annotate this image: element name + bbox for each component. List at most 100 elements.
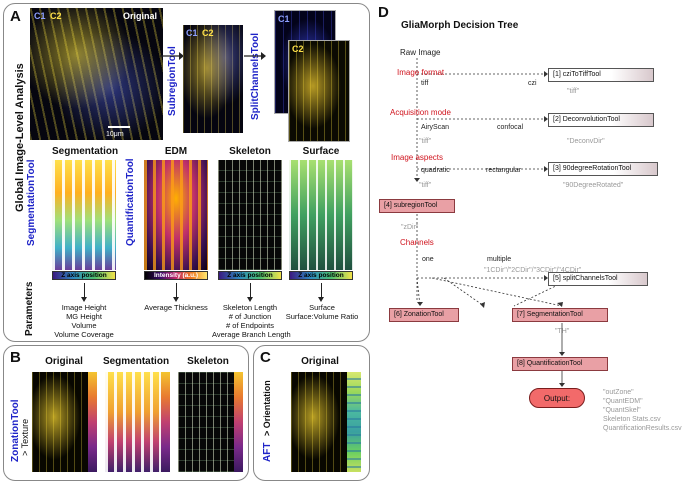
skel-down-arrow bbox=[247, 283, 253, 302]
b-segmentation-image bbox=[105, 372, 161, 472]
seg-param-item: Image Height bbox=[61, 303, 107, 312]
aft-orientation-label: > Orientation bbox=[262, 380, 272, 436]
split-channels-tool-label: SplitChannelsTool bbox=[250, 32, 261, 120]
tool-deconvolution: [2] DeconvolutionTool bbox=[548, 113, 654, 127]
final-output-item: "outZone" bbox=[603, 389, 634, 396]
output-tiff-3: "tiff" bbox=[419, 182, 432, 189]
edm-params: Average Thickness bbox=[136, 303, 216, 312]
branch-airyscan: AiryScan bbox=[421, 124, 450, 131]
seg-param-item: MG Height bbox=[66, 312, 102, 321]
tool-segmentation: [7] SegmentationTool bbox=[512, 308, 608, 322]
branch-one: one bbox=[422, 256, 434, 263]
skel-param-item: # of Junction bbox=[228, 312, 272, 321]
parameters-label: Parameters bbox=[24, 281, 35, 336]
branch-multiple: multiple bbox=[487, 256, 512, 263]
seg-param-item: Volume Coverage bbox=[54, 330, 114, 339]
tool-subregion: [4] subregionTool bbox=[379, 199, 455, 213]
b-segmentation-title: Segmentation bbox=[102, 356, 170, 367]
zaxis-label-2: Z axis position bbox=[227, 272, 273, 279]
panel-a-side-title: Global Image-Level Analysis bbox=[14, 63, 26, 212]
output-th: "TH" bbox=[555, 328, 570, 335]
b-skeleton-title: Skeleton bbox=[187, 356, 229, 367]
b-original-image bbox=[32, 372, 88, 472]
skeleton-image bbox=[218, 160, 282, 270]
surf-param-item: Surface bbox=[309, 303, 335, 312]
tool-quantification: [8] QuantificationTool bbox=[512, 357, 608, 371]
edm-down-arrow bbox=[173, 283, 179, 302]
final-output-item: QuantificationResults.csv bbox=[603, 425, 682, 432]
segmentation-title: Segmentation bbox=[52, 146, 119, 157]
seg-down-arrow bbox=[81, 283, 87, 302]
branch-czi: czi bbox=[528, 80, 537, 87]
subregion-image: C1 C2 bbox=[183, 25, 243, 133]
quantification-tool-label: QuantificationTool bbox=[125, 158, 136, 246]
scale-bar-line bbox=[108, 126, 130, 128]
intensity-label: Intensity (a.u.) bbox=[153, 272, 199, 279]
skel-param-item: Skeleton Length bbox=[222, 303, 278, 312]
surf-down-arrow bbox=[318, 283, 324, 302]
original-image: C1 C2 Original 10μm bbox=[30, 8, 163, 140]
split-c2-label: C2 bbox=[292, 44, 304, 54]
tool-90-degree-rotation: [3] 90degreeRotationTool bbox=[548, 162, 658, 176]
c-original-image bbox=[291, 372, 347, 472]
branch-tiff: tiff bbox=[421, 80, 429, 87]
branch-confocal: confocal bbox=[497, 124, 524, 131]
skeleton-title: Skeleton bbox=[229, 146, 271, 157]
zaxis-label-3: Z axis position bbox=[298, 272, 344, 279]
tool-split-channels: [5] splitChannelsTool bbox=[548, 272, 648, 286]
output-node: Output: bbox=[529, 388, 585, 408]
decision-tree-connectors bbox=[414, 58, 565, 387]
panel-d-letter: D bbox=[378, 4, 389, 21]
b-skeleton-zones bbox=[234, 372, 243, 472]
branch-quadratic: quadratic bbox=[421, 167, 450, 174]
output-cdirs: "1CDir"/"2CDir"/"3CDir"/"4CDir" bbox=[484, 267, 582, 274]
segmentation-image bbox=[52, 160, 116, 270]
panel-a-letter: A bbox=[10, 8, 21, 25]
output-deconv: "DeconvDir" bbox=[567, 138, 605, 145]
decision-image-format: Image format bbox=[397, 68, 445, 77]
b-original-title: Original bbox=[45, 356, 83, 367]
seg-params: Image Height MG Height Volume Volume Cov… bbox=[52, 303, 116, 339]
final-output-item: Skeleton Stats.csv bbox=[603, 416, 661, 423]
edm-colorbar: Intensity (a.u.) bbox=[144, 271, 208, 280]
zaxis-label-1: Z axis position bbox=[61, 272, 107, 279]
surface-image bbox=[289, 160, 353, 270]
aft-tool-label: AFT bbox=[262, 442, 273, 462]
surface-colorbar: Z axis position bbox=[289, 271, 353, 280]
edm-image bbox=[144, 160, 208, 270]
surf-param-item: Surface:Volume Ratio bbox=[285, 312, 359, 321]
arrow-to-split bbox=[244, 52, 266, 60]
b-skeleton-image bbox=[178, 372, 234, 472]
panel-c-letter: C bbox=[260, 349, 271, 366]
split-channel-c2-image: C2 bbox=[288, 40, 350, 142]
seg-param-item: Volume bbox=[71, 321, 97, 330]
skeleton-colorbar: Z axis position bbox=[218, 271, 282, 280]
final-output-item: "QuantSkel" bbox=[603, 407, 641, 414]
original-label: Original bbox=[122, 11, 157, 21]
output-rotated: "90DegreeRotated" bbox=[563, 182, 624, 189]
output-tiff-1: "tiff" bbox=[567, 88, 580, 95]
tool-zonation: [6] ZonationTool bbox=[389, 308, 459, 322]
subregion-c1-label: C1 bbox=[186, 28, 198, 38]
tool-czi-to-tiff: [1] cziToTiffTool bbox=[548, 68, 654, 82]
skel-param-item: Average Branch Length bbox=[212, 330, 291, 339]
decision-tree-title: GliaMorph Decision Tree bbox=[401, 20, 519, 31]
b-segmentation-zones bbox=[161, 372, 170, 472]
panel-b-letter: B bbox=[10, 349, 21, 366]
decision-acquisition: Acquisition mode bbox=[390, 108, 451, 117]
edm-param-item: Average Thickness bbox=[144, 303, 208, 312]
c1-label: C1 bbox=[34, 11, 46, 21]
c-orientation-bar bbox=[347, 372, 361, 472]
b-original-zones bbox=[88, 372, 97, 472]
subregion-c2-label: C2 bbox=[202, 28, 214, 38]
c2-label: C2 bbox=[50, 11, 62, 21]
output-tiff-2: "tiff" bbox=[419, 138, 432, 145]
raw-image-label: Raw Image bbox=[400, 48, 441, 57]
decision-channels: Channels bbox=[400, 238, 434, 247]
skel-param-item: # of Endpoints bbox=[226, 321, 274, 330]
final-output-item: "QuantEDM" bbox=[603, 398, 643, 405]
arrow-to-subregion bbox=[160, 52, 184, 60]
segmentation-colorbar: Z axis position bbox=[52, 271, 116, 280]
decision-aspects: Image aspects bbox=[391, 153, 444, 162]
output-zdir: "zDir" bbox=[401, 224, 419, 231]
